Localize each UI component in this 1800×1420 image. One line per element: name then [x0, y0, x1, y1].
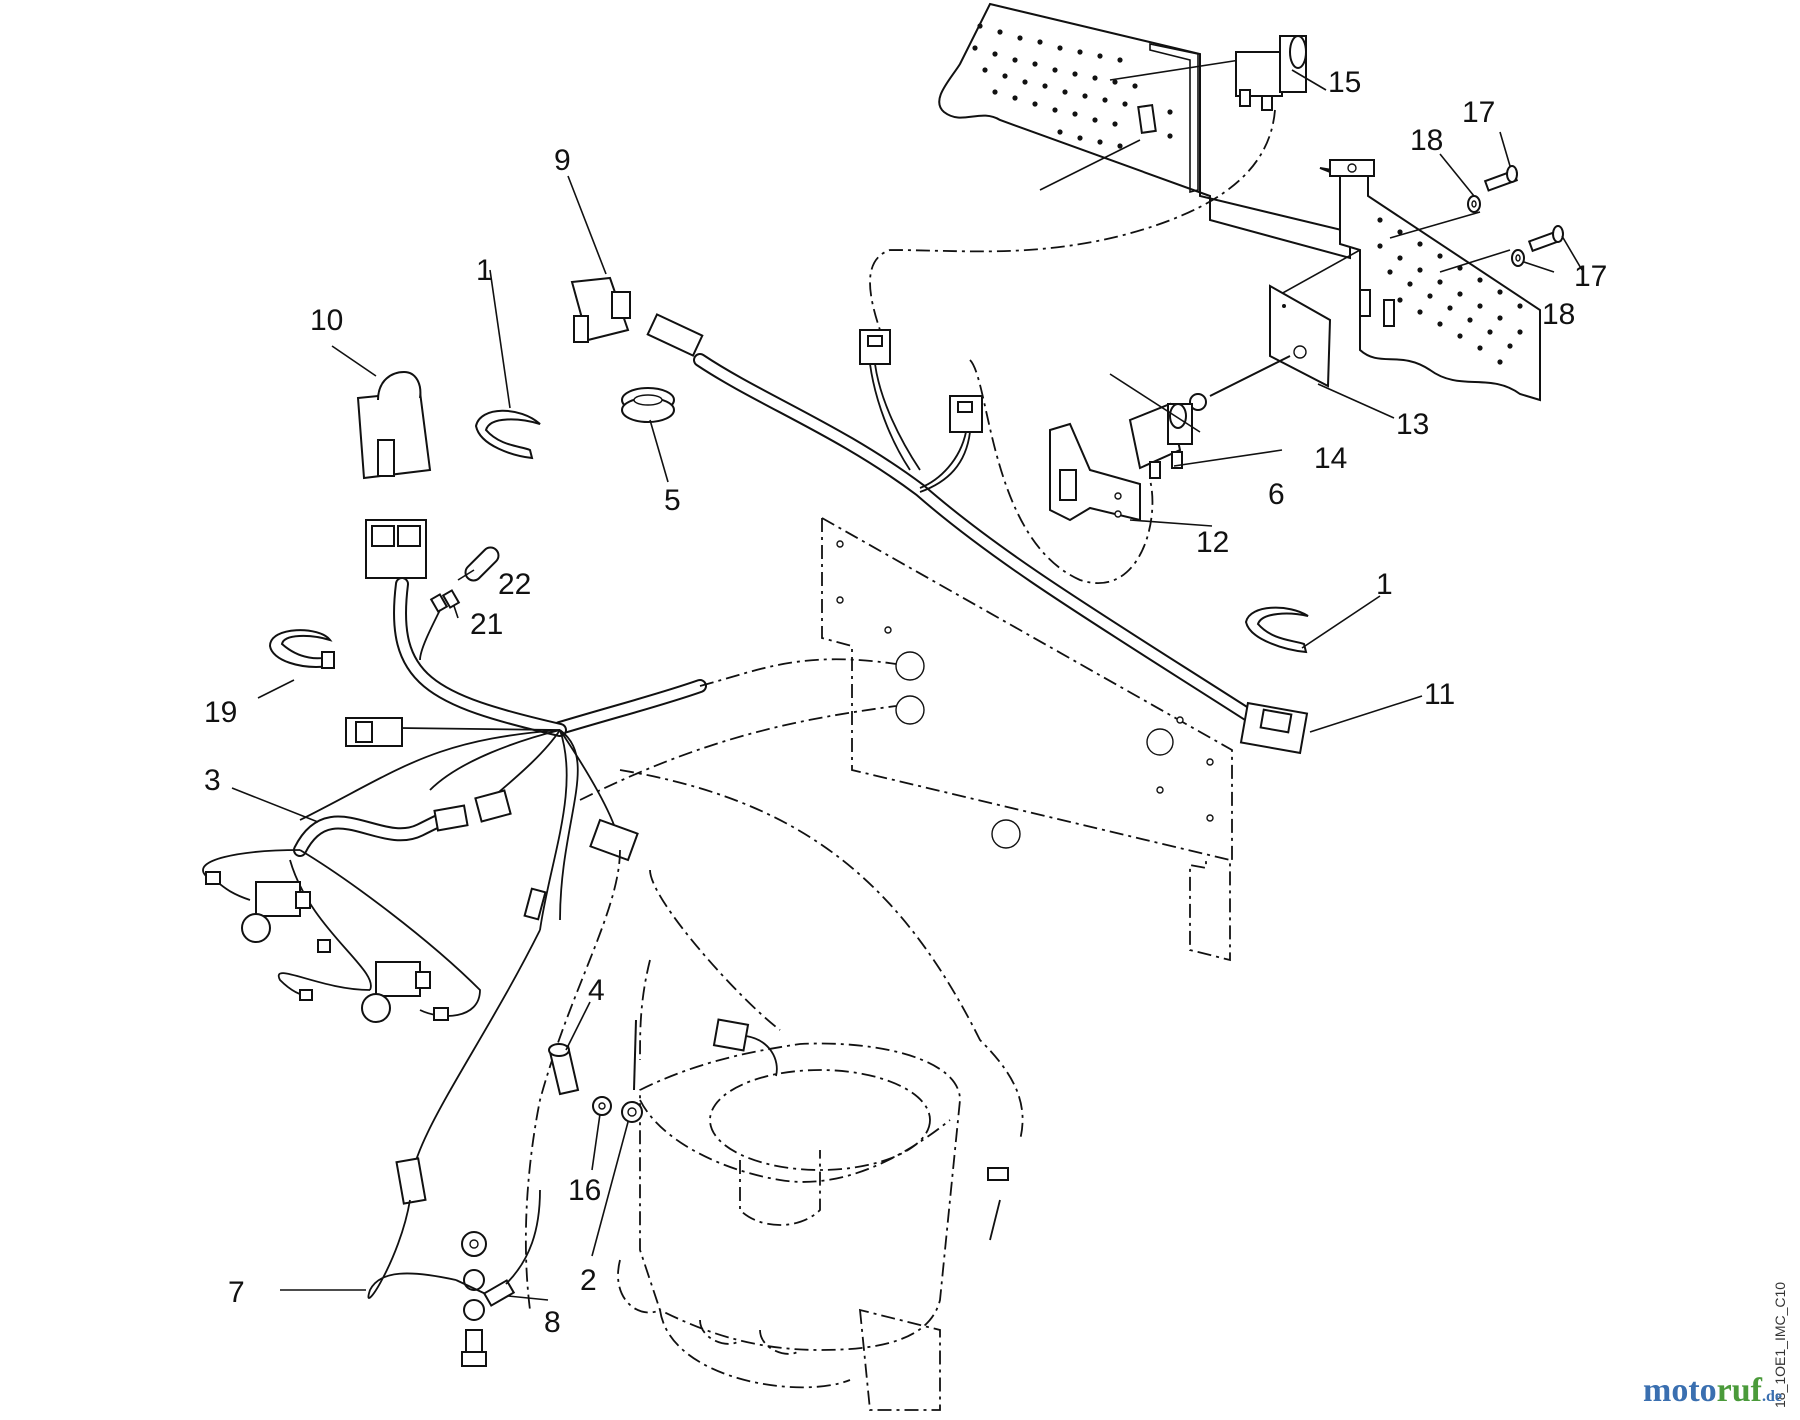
callout-17-upper: 17: [1462, 96, 1495, 129]
connector-engine: [712, 1018, 778, 1077]
connector-center: [589, 818, 639, 862]
callout-1-lower: 1: [1376, 568, 1393, 601]
callout-10: 10: [310, 304, 343, 337]
rod-14: [1189, 355, 1291, 411]
callout-19: 19: [204, 696, 237, 729]
callout-1-upper: 1: [476, 254, 493, 287]
mounting-bracket-12: [1049, 422, 1141, 522]
clamp-19: [268, 629, 335, 669]
callout-15: 15: [1328, 66, 1361, 99]
bolt-17-lower: [1527, 225, 1564, 253]
elbow-4: [548, 1043, 580, 1096]
bracket-perforations: [1377, 217, 1523, 365]
callout-14: 14: [1314, 442, 1347, 475]
clamp-1-lower: [1244, 606, 1309, 654]
upper-perforated-bracket: [938, 2, 1351, 260]
connector-11: [1239, 701, 1309, 755]
callout-16: 16: [568, 1174, 601, 1207]
plate-13: [1269, 284, 1332, 388]
brand-part-1: moto: [1643, 1372, 1717, 1409]
brand-part-3: .de: [1762, 1388, 1782, 1405]
leader-lines: [231, 69, 1583, 1301]
callout-18-upper: 18: [1410, 124, 1443, 157]
switch-9: [570, 276, 631, 343]
callout-2: 2: [580, 1264, 597, 1297]
callout-11: 11: [1424, 678, 1455, 711]
brand-part-2: ruf: [1716, 1372, 1762, 1409]
bracket-perforations: [972, 23, 1173, 149]
dashboard-panel: [821, 517, 1233, 962]
clamp-1-upper: [474, 409, 541, 460]
callout-6: 6: [1268, 478, 1285, 511]
engine: [617, 1042, 961, 1411]
bolt-17-upper: [1483, 165, 1519, 192]
terminals-21: [419, 589, 461, 661]
washer-18-upper: [1467, 195, 1481, 213]
callout-3: 3: [204, 764, 221, 797]
lamp-harness-3: [202, 804, 481, 1017]
connector-9-socket: [646, 313, 704, 357]
callout-8: 8: [544, 1306, 561, 1339]
connector-upper-2: [919, 395, 983, 493]
sleeve-22: [464, 546, 500, 582]
switch-6: [1128, 402, 1193, 479]
washer-18-lower: [1511, 249, 1525, 267]
callout-22: 22: [498, 568, 531, 601]
lamp-right: [361, 961, 431, 1023]
switch-15: [1235, 35, 1307, 111]
callout-13: 13: [1396, 408, 1429, 441]
callout-18-lower: 18: [1542, 298, 1575, 331]
switch-10: [356, 370, 432, 480]
lower-perforated-bracket: [1319, 159, 1541, 402]
ring-terminal-2: [621, 1101, 643, 1123]
lamp-left: [241, 881, 311, 943]
callout-9: 9: [554, 144, 571, 177]
washer-16: [592, 1096, 612, 1116]
ring-terminal: [523, 887, 547, 921]
connector-upper-1: [859, 329, 921, 471]
main-harness-cable: [299, 353, 1257, 931]
connector-10-plug: [365, 519, 427, 579]
callout-4: 4: [588, 974, 605, 1007]
connector-left-2: [474, 789, 512, 823]
ground-fastener: [461, 1231, 487, 1367]
watermark-logo: motoruf.de: [1643, 1372, 1782, 1410]
callout-12: 12: [1196, 526, 1229, 559]
callout-21: 21: [470, 608, 503, 641]
connector-left-1: [345, 717, 403, 747]
callout-17-lower: 17: [1574, 260, 1607, 293]
grommet-5: [621, 387, 675, 423]
callout-7: 7: [228, 1276, 245, 1309]
callout-5: 5: [664, 484, 681, 517]
